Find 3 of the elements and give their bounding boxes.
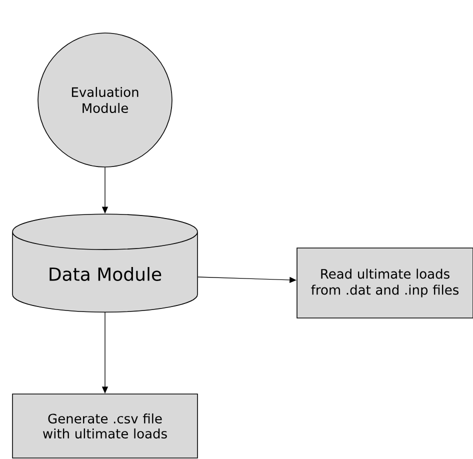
- process-box: Generate .csv file with ultimate loads: [12, 394, 198, 458]
- database-cylinder: Data Module: [12, 214, 198, 312]
- process-box: Read ultimate loads from .dat and .inp files: [296, 248, 473, 318]
